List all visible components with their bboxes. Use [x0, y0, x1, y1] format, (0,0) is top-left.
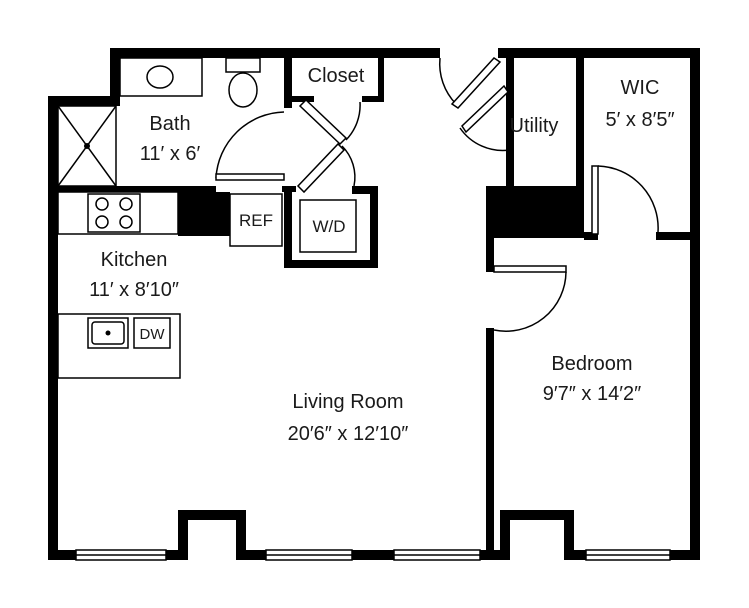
wd-label: W/D: [312, 217, 345, 236]
windows: [75, 549, 671, 561]
kitchen-counter-top: [57, 191, 179, 235]
fixtures: [57, 57, 357, 379]
kitchen-island: [57, 313, 181, 379]
washer-dryer: [299, 199, 357, 253]
doors: [215, 57, 659, 332]
closet-name: Closet: [308, 65, 365, 87]
ref-label: REF: [239, 211, 273, 230]
wic-dims: 5′ x 8′5″: [605, 109, 674, 131]
living-dims: 20′6″ x 12′10″: [288, 423, 409, 445]
interior-walls: [58, 58, 690, 560]
kitchen-name: Kitchen: [101, 249, 168, 271]
bath-dims: 11′ x 6′: [140, 143, 201, 165]
shower: [57, 105, 117, 187]
wic-name: WIC: [621, 77, 660, 99]
exterior-walls: [48, 48, 700, 560]
bedroom-name: Bedroom: [551, 353, 632, 375]
utility-name: Utility: [510, 115, 559, 137]
room-labels: Bath 11′ x 6′ Closet Utility WIC 5′ x 8′…: [89, 65, 674, 445]
refrigerator: [229, 193, 283, 247]
toilet: [225, 57, 261, 108]
living-name: Living Room: [292, 391, 403, 413]
bath-sink: [119, 57, 203, 97]
kitchen-dims: 11′ x 8′10″: [89, 279, 179, 301]
dw-label: DW: [140, 326, 166, 343]
bath-name: Bath: [149, 113, 190, 135]
bedroom-dims: 9′7″ x 14′2″: [543, 383, 641, 405]
